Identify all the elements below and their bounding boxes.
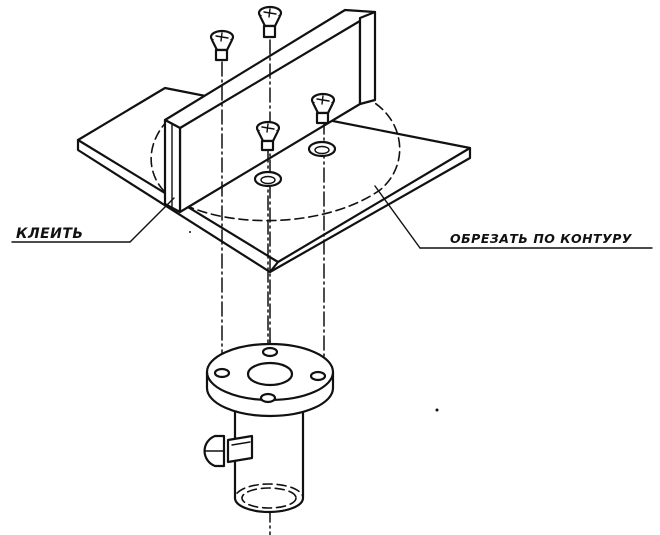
cylinder-post [233,388,305,514]
stray-mark [435,408,439,412]
thumb-screw-icon [203,434,254,468]
trim-contour-label: ОБРЕЗАТЬ ПО КОНТУРУ [450,231,633,246]
plate-holes [253,140,337,188]
stray-mark [189,231,191,233]
leader-lines [11,185,653,249]
countersunk-screw-icon [209,5,336,152]
round-flange [205,342,335,418]
glue-label: КЛЕИТЬ [16,226,84,242]
